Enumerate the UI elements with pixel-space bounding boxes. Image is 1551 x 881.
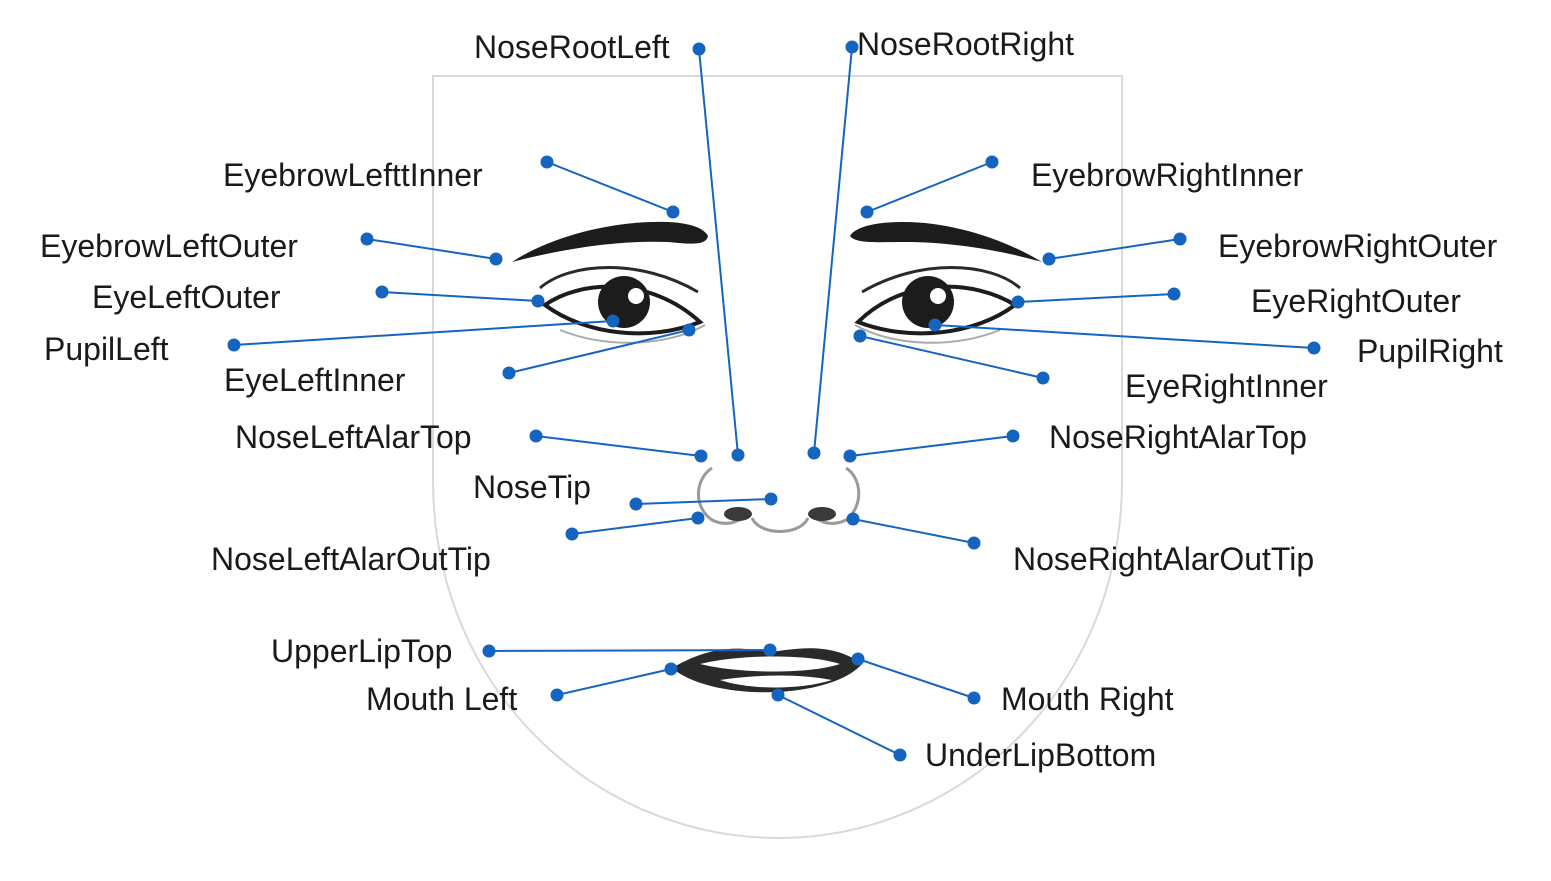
landmark-leaders bbox=[227, 40, 1321, 762]
label-end-dot-nose-root-left bbox=[692, 42, 706, 56]
landmark-dot-eye-left-outer bbox=[531, 294, 545, 308]
landmark-labels: NoseRootLeft NoseRootRight EyebrowLefttI… bbox=[40, 26, 1503, 773]
landmark-dot-mouth-left bbox=[664, 662, 678, 676]
leader-line-eyebrow-right-inner bbox=[866, 161, 993, 213]
leader-line-pupil-left bbox=[233, 320, 614, 346]
leader-line-eyebrow-left-outer bbox=[366, 238, 497, 260]
label-under-lip-bottom: UnderLipBottom bbox=[925, 737, 1156, 773]
leader-line-eye-right-outer bbox=[1017, 293, 1175, 303]
leader-line-mouth-left bbox=[556, 668, 672, 696]
label-nose-tip: NoseTip bbox=[473, 469, 591, 505]
leader-line-pupil-right bbox=[934, 324, 1315, 349]
landmark-dot-nose-right-alar-top bbox=[843, 449, 857, 463]
leader-line-nose-left-alar-out-tip bbox=[571, 517, 699, 535]
label-nose-left-alar-out-tip: NoseLeftAlarOutTip bbox=[211, 541, 491, 577]
label-eyebrow-right-inner: EyebrowRightInner bbox=[1031, 157, 1303, 193]
label-mouth-right: Mouth Right bbox=[1001, 681, 1174, 717]
label-end-dot-under-lip-bottom bbox=[893, 748, 907, 762]
label-nose-right-alar-top: NoseRightAlarTop bbox=[1049, 419, 1307, 455]
label-end-dot-mouth-left bbox=[550, 688, 564, 702]
label-end-dot-eyebrow-right-outer bbox=[1173, 232, 1187, 246]
label-end-dot-eye-right-outer bbox=[1167, 287, 1181, 301]
landmark-dot-eyebrow-right-outer bbox=[1042, 252, 1056, 266]
landmark-dot-eye-right-outer bbox=[1011, 295, 1025, 309]
leader-line-nose-left-alar-top bbox=[535, 435, 702, 457]
label-end-dot-eyebrow-left-outer bbox=[360, 232, 374, 246]
landmark-dot-mouth-right bbox=[851, 652, 865, 666]
label-end-dot-nose-left-alar-out-tip bbox=[565, 527, 579, 541]
label-pupil-left: PupilLeft bbox=[44, 331, 169, 367]
leader-line-eye-left-outer bbox=[381, 291, 539, 302]
label-end-dot-nose-right-alar-out-tip bbox=[967, 536, 981, 550]
left-eyebrow-illustration bbox=[512, 221, 708, 262]
right-eyebrow-illustration bbox=[850, 222, 1042, 262]
landmark-dot-nose-left-alar-top bbox=[694, 449, 708, 463]
leader-line-eye-left-inner bbox=[508, 329, 690, 374]
label-end-dot-pupil-left bbox=[227, 338, 241, 352]
leader-line-eyebrow-right-outer bbox=[1048, 238, 1181, 260]
leader-line-under-lip-bottom bbox=[777, 694, 901, 756]
label-eyebrow-left-inner: EyebrowLefttInner bbox=[223, 157, 483, 193]
nose-illustration bbox=[697, 466, 861, 533]
label-end-dot-eye-left-inner bbox=[502, 366, 516, 380]
landmark-dot-under-lip-bottom bbox=[771, 688, 785, 702]
label-eye-left-inner: EyeLeftInner bbox=[224, 362, 406, 398]
label-end-dot-upper-lip-top bbox=[482, 644, 496, 658]
label-end-dot-eye-right-inner bbox=[1036, 371, 1050, 385]
label-nose-right-alar-out-tip: NoseRightAlarOutTip bbox=[1013, 541, 1314, 577]
label-end-dot-nose-left-alar-top bbox=[529, 429, 543, 443]
label-end-dot-nose-right-alar-top bbox=[1006, 429, 1020, 443]
landmark-dot-eye-right-inner bbox=[853, 329, 867, 343]
landmark-dot-eyebrow-left-outer bbox=[489, 252, 503, 266]
landmark-dot-nose-left-alar-out-tip bbox=[691, 511, 705, 525]
label-nose-left-alar-top: NoseLeftAlarTop bbox=[235, 419, 472, 455]
landmark-dot-nose-root-left bbox=[731, 448, 745, 462]
label-end-dot-mouth-right bbox=[967, 691, 981, 705]
landmark-dot-nose-root-right bbox=[807, 446, 821, 460]
label-eye-right-outer: EyeRightOuter bbox=[1251, 283, 1461, 319]
label-nose-root-left: NoseRootLeft bbox=[474, 29, 670, 65]
label-eye-right-inner: EyeRightInner bbox=[1125, 368, 1328, 404]
landmark-dot-upper-lip-top bbox=[763, 643, 777, 657]
label-eyebrow-left-outer: EyebrowLeftOuter bbox=[40, 228, 298, 264]
landmark-dot-eye-left-inner bbox=[682, 323, 696, 337]
mouth-illustration bbox=[672, 648, 862, 693]
label-mouth-left: Mouth Left bbox=[366, 681, 517, 717]
face-outline bbox=[432, 75, 1123, 840]
landmark-dot-nose-right-alar-out-tip bbox=[846, 512, 860, 526]
landmark-dot-pupil-right bbox=[928, 318, 942, 332]
leader-line-nose-root-right bbox=[813, 46, 853, 454]
label-pupil-right: PupilRight bbox=[1357, 333, 1503, 369]
label-end-dot-pupil-right bbox=[1307, 341, 1321, 355]
label-eyebrow-right-outer: EyebrowRightOuter bbox=[1218, 228, 1498, 264]
leader-line-nose-right-alar-out-tip bbox=[852, 518, 975, 544]
label-nose-root-right: NoseRootRight bbox=[857, 26, 1074, 62]
leader-line-nose-root-left bbox=[698, 48, 739, 456]
leader-line-mouth-right bbox=[857, 658, 975, 699]
leader-line-eyebrow-left-inner bbox=[546, 161, 674, 213]
label-upper-lip-top: UpperLipTop bbox=[271, 633, 452, 669]
landmark-dot-eyebrow-left-inner bbox=[666, 205, 680, 219]
label-end-dot-nose-root-right bbox=[845, 40, 859, 54]
label-end-dot-eyebrow-left-inner bbox=[540, 155, 554, 169]
landmark-dot-nose-tip bbox=[764, 492, 778, 506]
label-end-dot-eyebrow-right-inner bbox=[985, 155, 999, 169]
label-end-dot-nose-tip bbox=[629, 497, 643, 511]
label-eye-left-outer: EyeLeftOuter bbox=[92, 279, 281, 315]
leader-line-upper-lip-top bbox=[488, 649, 771, 652]
landmark-dot-pupil-left bbox=[606, 314, 620, 328]
label-end-dot-eye-left-outer bbox=[375, 285, 389, 299]
leader-line-nose-right-alar-top bbox=[849, 435, 1014, 457]
leader-line-eye-right-inner bbox=[859, 335, 1044, 379]
leader-line-nose-tip bbox=[635, 498, 772, 505]
landmark-dot-eyebrow-right-inner bbox=[860, 205, 874, 219]
